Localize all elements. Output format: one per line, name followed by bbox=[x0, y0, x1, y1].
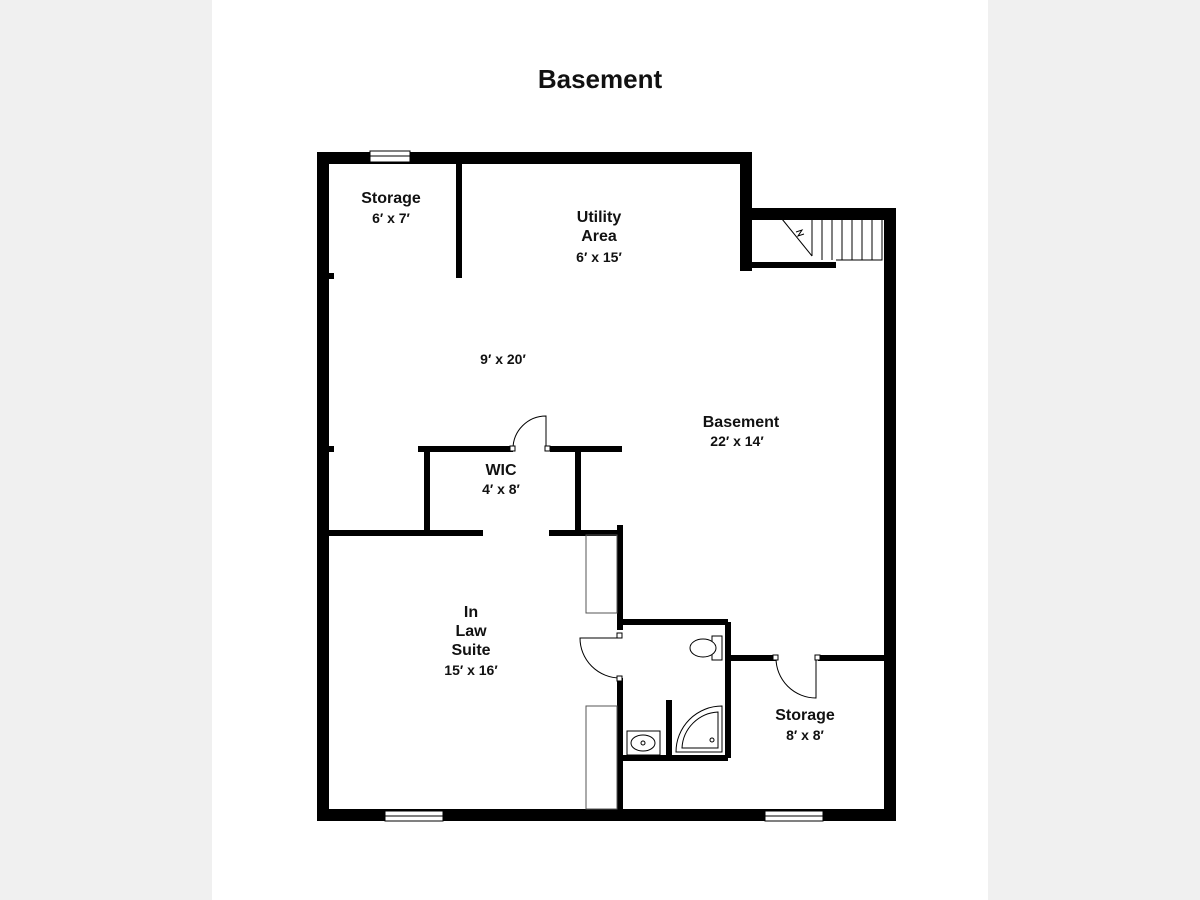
room-dimensions: 6′ x 7′ bbox=[372, 210, 410, 226]
door-swing-icon bbox=[579, 632, 623, 682]
toilet-icon bbox=[689, 635, 723, 661]
room-name: Storage bbox=[775, 707, 835, 724]
page-title: Basement bbox=[537, 64, 663, 94]
room-name: Storage bbox=[361, 190, 421, 207]
room-name: Basement bbox=[703, 414, 780, 431]
stair-icon bbox=[781, 218, 883, 261]
room-dimensions: 15′ x 16′ bbox=[444, 662, 498, 678]
room-dimensions: 22′ x 14′ bbox=[710, 433, 764, 449]
room-dimensions: 4′ x 8′ bbox=[482, 481, 520, 497]
room-storage-bottom: Storage 8′ x 8′ bbox=[775, 707, 835, 743]
room-dimensions: 9′ x 20′ bbox=[480, 351, 526, 367]
room-name-line: Area bbox=[581, 228, 617, 245]
room-name-line: Law bbox=[455, 623, 487, 640]
room-storage-top: Storage 6′ x 7′ bbox=[361, 190, 421, 226]
room-utility-area: Utility Area 6′ x 15′ bbox=[576, 209, 622, 265]
window-icon bbox=[369, 150, 411, 163]
door-swing-icon bbox=[772, 654, 821, 699]
window-icon bbox=[764, 810, 824, 822]
room-name-line: Utility bbox=[577, 209, 622, 226]
room-name: WIC bbox=[485, 462, 517, 479]
closet-outlines bbox=[585, 534, 618, 810]
interior-walls bbox=[329, 164, 884, 810]
door-swing-icon bbox=[509, 415, 551, 452]
room-name-line: Suite bbox=[451, 642, 490, 659]
room-in-law-suite: In Law Suite 15′ x 16′ bbox=[444, 604, 498, 678]
exterior-walls bbox=[317, 152, 896, 821]
room-dimensions: 8′ x 8′ bbox=[786, 727, 824, 743]
shower-icon bbox=[675, 705, 723, 753]
room-name-line: In bbox=[464, 604, 478, 621]
room-wic: WIC 4′ x 8′ bbox=[482, 462, 520, 497]
window-icon bbox=[384, 810, 444, 822]
room-open-area: 9′ x 20′ bbox=[480, 351, 526, 367]
room-basement: Basement 22′ x 14′ bbox=[703, 414, 780, 449]
room-dimensions: 6′ x 15′ bbox=[576, 249, 622, 265]
sink-icon bbox=[626, 730, 661, 756]
